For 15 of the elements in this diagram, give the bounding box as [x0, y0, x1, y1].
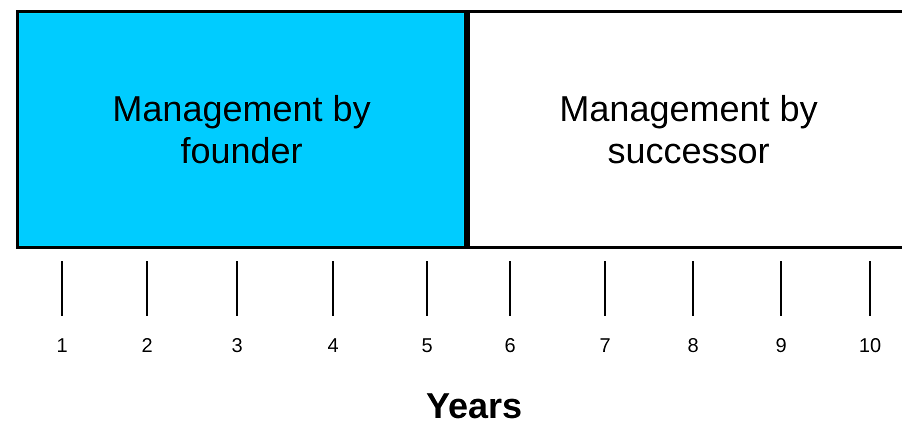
phase-box [16, 10, 467, 249]
axis-title: Years [426, 385, 522, 426]
tick-label: 3 [231, 335, 243, 358]
tick-label: 7 [599, 335, 611, 358]
tick-label: 1 [56, 335, 68, 358]
phase-box [467, 10, 902, 249]
tick-label: 5 [421, 335, 433, 358]
tick-label: 4 [327, 335, 339, 358]
phase-label: Management by founder [111, 88, 372, 172]
tick-label: 9 [775, 335, 787, 358]
tick-label: 6 [504, 335, 516, 358]
tick-label: 10 [858, 335, 882, 358]
tick-label: 8 [687, 335, 699, 358]
tick-label: 2 [141, 335, 153, 358]
phase-label: Management by successor [558, 88, 819, 172]
